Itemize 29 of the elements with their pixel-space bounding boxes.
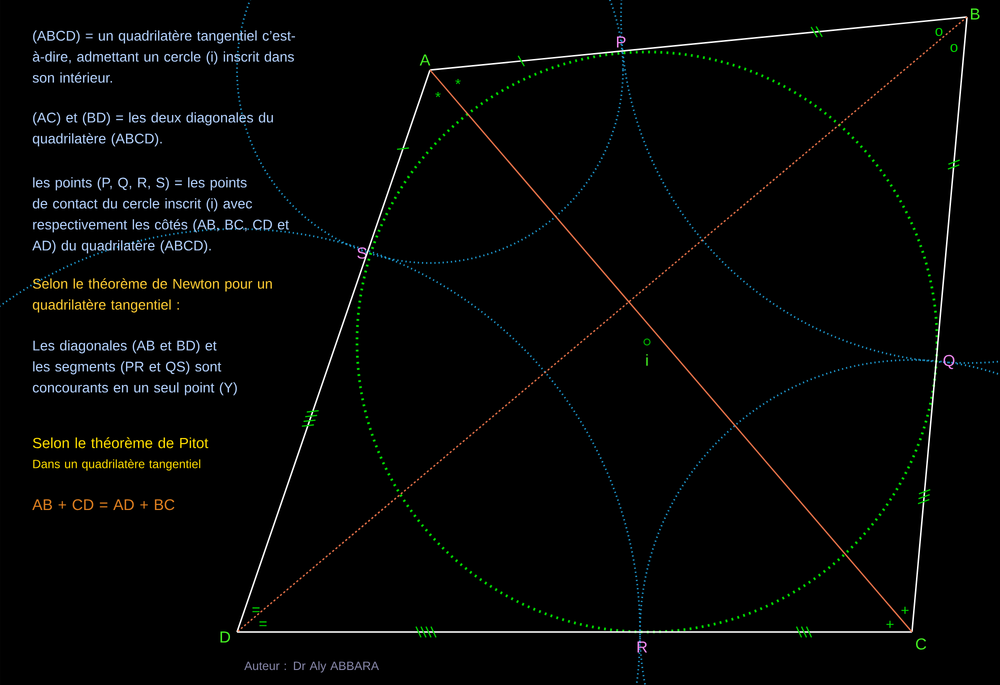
note-text: Selon le théorème de Newton pour un quadrilatère tangentiel : xyxy=(32,278,272,312)
point-label: i xyxy=(646,354,648,366)
point-label: D xyxy=(220,632,230,642)
angle-mark: + xyxy=(886,620,894,628)
angle-mark: * xyxy=(455,78,461,84)
angle-mark: = xyxy=(252,607,260,612)
angle-mark: = xyxy=(259,621,267,626)
formula: AB + CD = AD + BC xyxy=(32,499,174,510)
point-label: P xyxy=(616,36,626,48)
point-label: B xyxy=(970,8,980,20)
diagonal xyxy=(236,16,968,632)
angle-mark: o xyxy=(936,28,942,36)
note-text: Dans un quadrilatère tangentiel xyxy=(33,459,200,471)
note-text: Les diagonales (AB et BD) et les segments (PR et QS) sont concourants en un seul point (Y) xyxy=(32,340,237,396)
quadrilateral-side xyxy=(236,70,431,632)
note-text: Selon le théorème de Pitot xyxy=(32,437,208,448)
note-text: (ABCD) = un quadrilatère tangentiel c’est-à-dire, admettant un cercle (i) inscrit dans son intérieur. xyxy=(32,30,295,83)
diagonal xyxy=(430,70,912,632)
point-label: C xyxy=(916,638,926,650)
author-credit: Auteur : Dr Aly ABBARA xyxy=(244,661,379,672)
angle-mark: + xyxy=(901,606,909,614)
quadrilateral-side xyxy=(911,16,968,632)
quadrilateral-side xyxy=(237,631,912,633)
angle-mark: o xyxy=(950,44,958,52)
angle-mark: * xyxy=(435,92,441,98)
note-text: (AC) et (BD) = les deux diagonales du quadrilatère (ABCD). xyxy=(32,112,273,146)
point-label: R xyxy=(638,642,648,652)
point-label: A xyxy=(420,54,430,66)
quadrilateral-side xyxy=(430,16,968,71)
